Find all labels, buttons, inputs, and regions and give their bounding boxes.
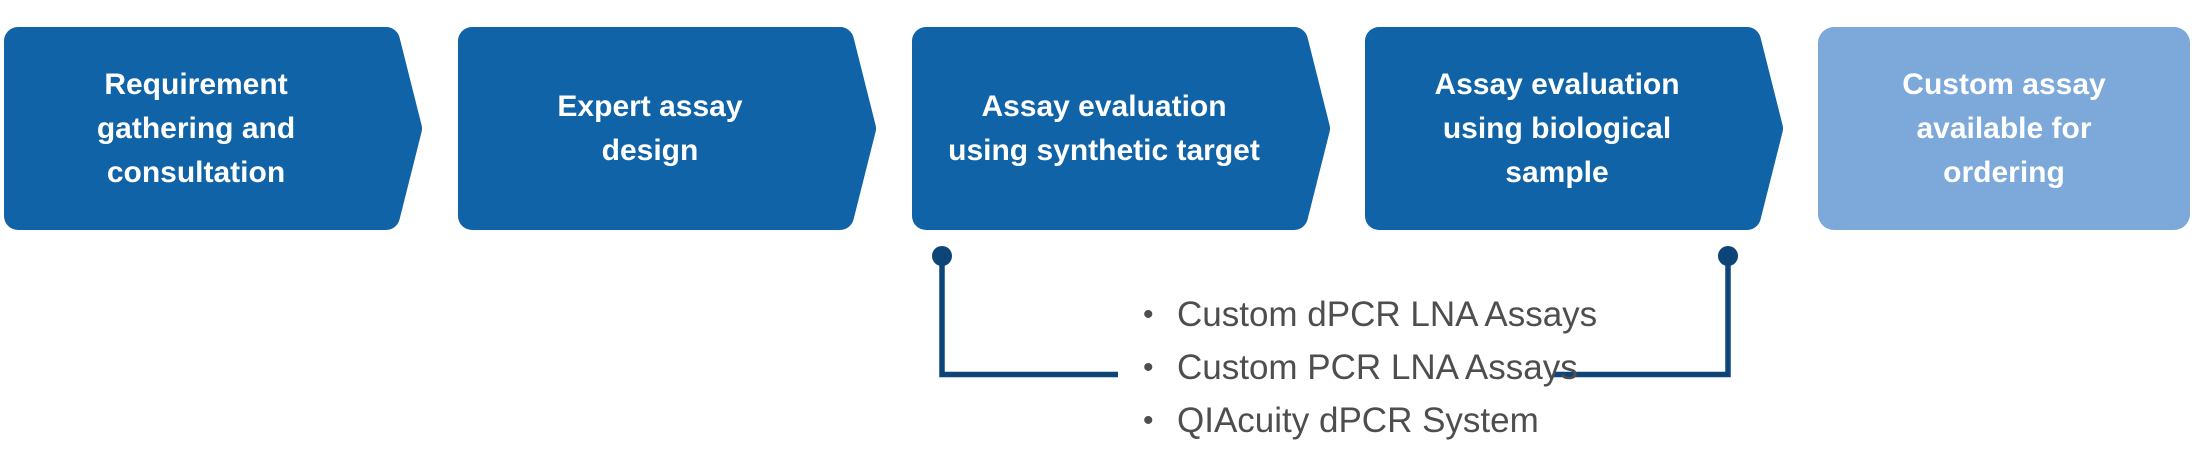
callout-list: • Custom dPCR LNA Assays • Custom PCR LN…	[1143, 288, 1597, 447]
step-evaluation-biological-sample: Assay evaluation using biological sample	[1365, 27, 1783, 230]
arrow-shape	[4, 27, 422, 230]
list-item: • Custom PCR LNA Assays	[1143, 341, 1597, 394]
step-label: Assay evaluation using synthetic target	[948, 89, 1260, 167]
arrow-shape	[912, 27, 1330, 230]
callout-item-text: Custom dPCR LNA Assays	[1177, 295, 1598, 334]
bullet-icon: •	[1143, 298, 1154, 331]
step-label: Expert assay design	[557, 89, 743, 167]
step-expert-assay-design: Expert assay design	[458, 27, 876, 230]
list-item: • QIAcuity dPCR System	[1143, 394, 1597, 447]
connector-dot-right	[1718, 246, 1738, 266]
callout-item-text: QIAcuity dPCR System	[1177, 401, 1539, 440]
step-label: Requirement gathering and consultation	[96, 67, 296, 189]
list-item: • Custom dPCR LNA Assays	[1143, 288, 1597, 341]
step-label: Custom assay available for ordering	[1902, 67, 2106, 189]
callout-item-text: Custom PCR LNA Assays	[1177, 348, 1578, 387]
step-evaluation-synthetic-target: Assay evaluation using synthetic target	[912, 27, 1330, 230]
step-label: Assay evaluation using biological sample	[1434, 67, 1680, 189]
step-requirement-gathering: Requirement gathering and consultation	[4, 27, 422, 230]
connector-dot-left	[932, 246, 952, 266]
arrow-shape	[458, 27, 876, 230]
bullet-icon: •	[1143, 404, 1154, 437]
connector-line-left	[939, 256, 1118, 378]
bullet-icon: •	[1143, 351, 1154, 384]
step-custom-assay-ordering: Custom assay available for ordering	[1818, 27, 2190, 230]
arrow-shape	[1365, 27, 1783, 230]
